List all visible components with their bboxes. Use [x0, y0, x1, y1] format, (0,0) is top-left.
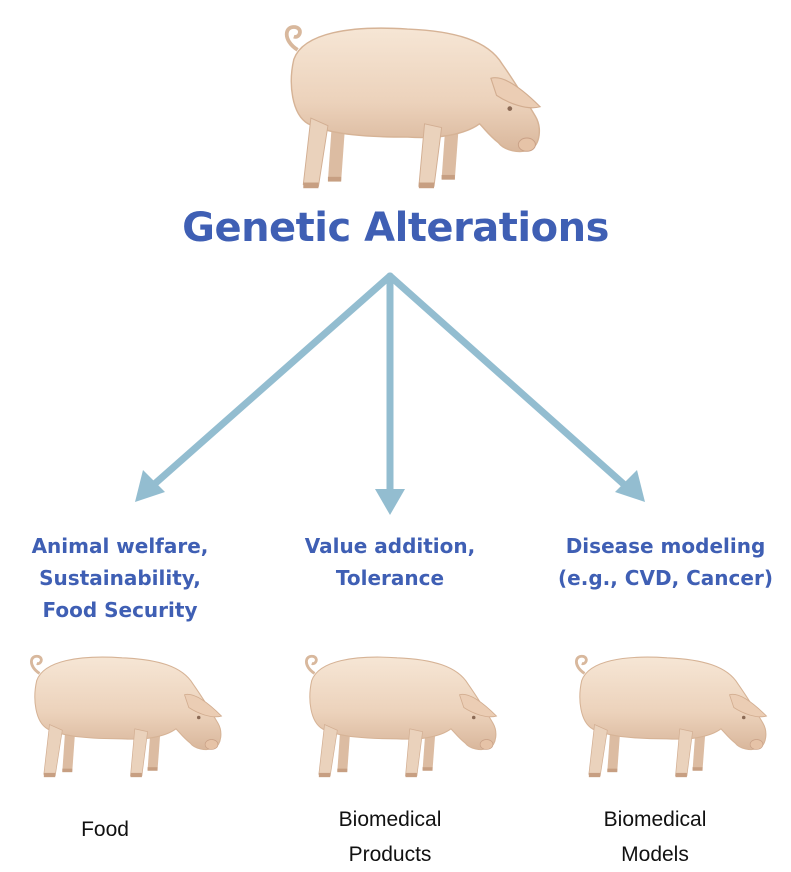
branch-label-center: Value addition, Tolerance — [280, 530, 500, 594]
outcome-right-line-1: Biomedical — [575, 802, 735, 837]
outcome-label-right: Biomedical Models — [575, 802, 735, 872]
outcome-center-line-2: Products — [310, 837, 470, 872]
outcome-center-line-1: Biomedical — [310, 802, 470, 837]
outcome-label-center: Biomedical Products — [310, 802, 470, 872]
arrowhead-right — [615, 470, 645, 502]
branch-left-line-3: Food Security — [0, 594, 240, 626]
branch-center-line-1: Value addition, — [280, 530, 500, 562]
branch-center-line-2: Tolerance — [280, 562, 500, 594]
outcome-label-left: Food — [40, 812, 170, 847]
branch-left-line-2: Sustainability, — [0, 562, 240, 594]
pig-left-illustration — [8, 645, 236, 780]
arrow-right — [390, 276, 628, 488]
outcome-left-line-1: Food — [40, 812, 170, 847]
arrow-left — [150, 276, 390, 488]
pig-right-illustration — [553, 645, 781, 780]
arrowhead-center — [375, 489, 405, 515]
branch-label-left: Animal welfare, Sustainability, Food Sec… — [0, 530, 240, 626]
branch-label-right: Disease modeling (e.g., CVD, Cancer) — [540, 530, 791, 594]
branch-right-line-2: (e.g., CVD, Cancer) — [540, 562, 791, 594]
pig-center-illustration — [283, 645, 511, 780]
outcome-right-line-2: Models — [575, 837, 735, 872]
branch-left-line-1: Animal welfare, — [0, 530, 240, 562]
branch-right-line-1: Disease modeling — [540, 530, 791, 562]
